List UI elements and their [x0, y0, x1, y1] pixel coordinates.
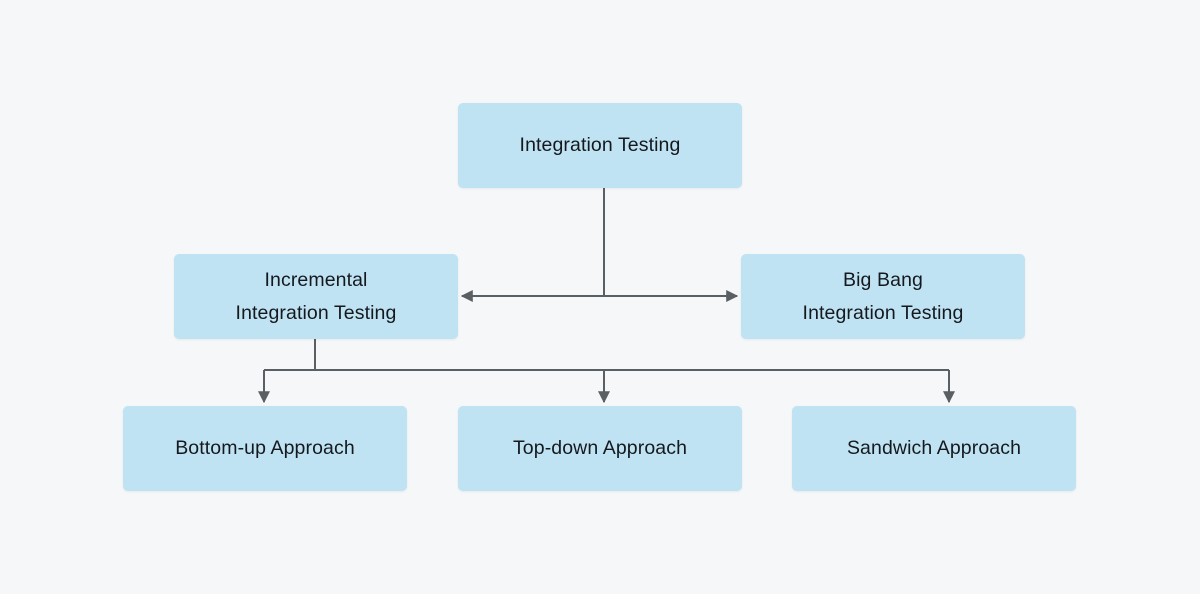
node-incremental-integration-testing[interactable]: Incremental Integration Testing [174, 254, 458, 339]
node-big-bang-integration-testing-label: Big Bang Integration Testing [802, 268, 964, 324]
node-sandwich-approach-label: Sandwich Approach [846, 437, 1022, 460]
node-sandwich-approach[interactable]: Sandwich Approach [792, 406, 1076, 491]
node-bottom-up-approach-label: Bottom-up Approach [175, 437, 355, 460]
node-integration-testing[interactable]: Integration Testing [458, 103, 742, 188]
node-integration-testing-label: Integration Testing [519, 134, 681, 157]
node-top-down-approach[interactable]: Top-down Approach [458, 406, 742, 491]
node-big-bang-integration-testing[interactable]: Big Bang Integration Testing [741, 254, 1025, 339]
node-incremental-integration-testing-label: Incremental Integration Testing [235, 268, 397, 324]
node-bottom-up-approach[interactable]: Bottom-up Approach [123, 406, 407, 491]
node-top-down-approach-label: Top-down Approach [512, 437, 688, 460]
